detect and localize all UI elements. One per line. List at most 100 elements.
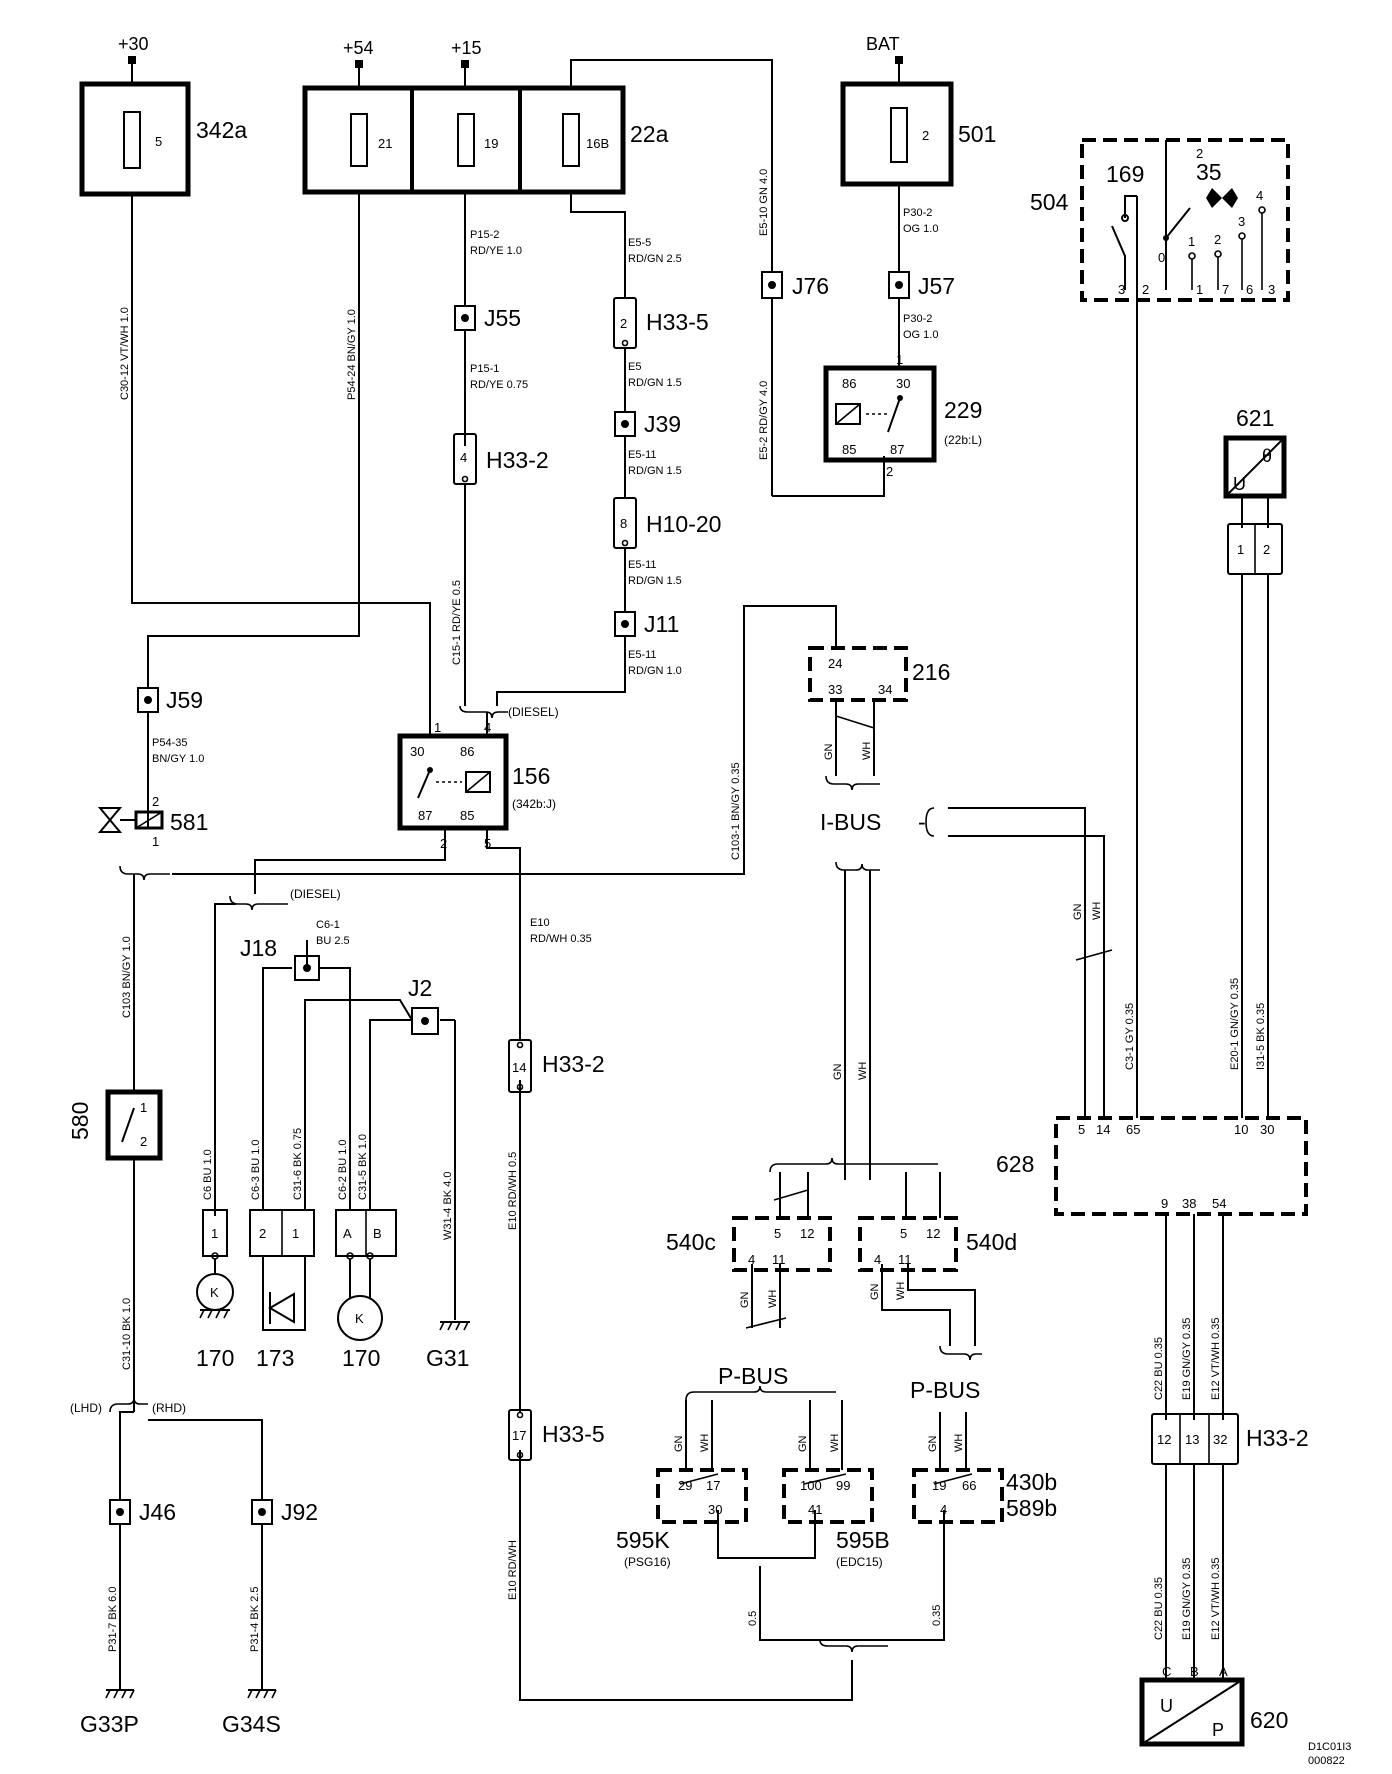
svg-text:30: 30: [708, 1502, 722, 1517]
svg-text:P30-2: P30-2: [903, 207, 932, 219]
svg-text:RD/GN 1.0: RD/GN 1.0: [628, 665, 682, 677]
svg-text:WH: WH: [861, 742, 873, 760]
svg-text:19: 19: [932, 1478, 946, 1493]
svg-text:0.35: 0.35: [931, 1605, 943, 1626]
svg-text:24: 24: [828, 656, 842, 671]
svg-text:2: 2: [140, 1134, 147, 1149]
svg-text:RD/WH 0.35: RD/WH 0.35: [530, 933, 592, 945]
svg-text:H33-5: H33-5: [646, 309, 709, 335]
svg-text:E5-2 RD/GY 4.0: E5-2 RD/GY 4.0: [758, 381, 770, 460]
svg-text:17: 17: [706, 1478, 720, 1493]
svg-text:540d: 540d: [966, 1229, 1017, 1255]
svg-text:4: 4: [484, 720, 491, 735]
svg-text:C30-12 VT/WH 1.0: C30-12 VT/WH 1.0: [119, 307, 131, 400]
svg-text:-: -: [918, 809, 926, 835]
svg-text:E19 GN/GY 0.35: E19 GN/GY 0.35: [1181, 1558, 1193, 1640]
svg-text:595B: 595B: [836, 1527, 890, 1553]
svg-text:32: 32: [1213, 1432, 1227, 1447]
svg-text:E10 RD/WH 0.5: E10 RD/WH 0.5: [507, 1152, 519, 1230]
svg-text:620: 620: [1250, 1707, 1288, 1733]
svg-text:C22 BU 0.35: C22 BU 0.35: [1153, 1337, 1165, 1400]
svg-text:1: 1: [1196, 282, 1203, 297]
svg-text:1: 1: [896, 352, 903, 367]
svg-text:J18: J18: [240, 935, 277, 961]
supply-30: +30: [118, 34, 149, 54]
svg-text:GN: GN: [823, 743, 835, 760]
svg-text:RD/GN 2.5: RD/GN 2.5: [628, 253, 682, 265]
svg-text:WH: WH: [1091, 902, 1103, 920]
svg-text:3: 3: [1118, 282, 1125, 297]
svg-text:D1C01I3: D1C01I3: [1308, 1741, 1351, 1753]
svg-text:P54-24 BN/GY 1.0: P54-24 BN/GY 1.0: [346, 309, 358, 400]
svg-text:170: 170: [342, 1345, 380, 1371]
svg-text:H33-5: H33-5: [542, 1421, 605, 1447]
svg-text:10: 10: [1234, 1122, 1248, 1137]
svg-text:581: 581: [170, 809, 208, 835]
svg-text:(DIESEL): (DIESEL): [508, 705, 559, 719]
supply-bat: BAT: [866, 34, 900, 54]
svg-text:P-BUS: P-BUS: [910, 1377, 980, 1403]
svg-text:(342b:J): (342b:J): [512, 797, 556, 811]
svg-text:U: U: [1233, 474, 1246, 494]
svg-text:RD/GN 1.5: RD/GN 1.5: [628, 575, 682, 587]
svg-text:3: 3: [1268, 282, 1275, 297]
svg-text:7: 7: [1222, 282, 1229, 297]
svg-text:2: 2: [152, 794, 159, 809]
svg-text:WH: WH: [699, 1434, 711, 1452]
svg-text:173: 173: [256, 1345, 294, 1371]
wire-labels-vertical: C30-12 VT/WH 1.0 P54-24 BN/GY 1.0 C15-1 …: [107, 169, 1267, 1652]
sensor-620: U P C B A 620: [1139, 1664, 1288, 1747]
svg-text:4: 4: [940, 1502, 947, 1517]
svg-text:H33-2: H33-2: [542, 1051, 605, 1077]
junction-j2: J2: [408, 975, 439, 1035]
svg-text:A: A: [343, 1226, 352, 1241]
svg-text:I31-5 BK 0.35: I31-5 BK 0.35: [1255, 1003, 1267, 1070]
svg-text:169: 169: [1106, 161, 1144, 187]
svg-text:E10 RD/WH: E10 RD/WH: [507, 1540, 519, 1600]
fuse-501-number: 2: [922, 128, 929, 143]
svg-text:2: 2: [1263, 542, 1270, 557]
svg-text:C31-10 BK 1.0: C31-10 BK 1.0: [121, 1298, 133, 1370]
relay-229: 86 30 85 87 229 (22b:L) 2 1: [823, 352, 982, 479]
svg-text:2: 2: [440, 836, 447, 851]
svg-text:C3-1 GY 0.35: C3-1 GY 0.35: [1124, 1003, 1136, 1070]
junction-j76: J76: [761, 271, 829, 299]
fuse-16b: 16B: [586, 136, 609, 151]
svg-text:RD/YE 1.0: RD/YE 1.0: [470, 245, 522, 257]
svg-text:34: 34: [878, 682, 892, 697]
svg-text:θ: θ: [1262, 446, 1272, 466]
svg-text:J76: J76: [792, 273, 829, 299]
svg-text:C31-5 BK 1.0: C31-5 BK 1.0: [357, 1134, 369, 1200]
svg-text:H33-2: H33-2: [486, 447, 549, 473]
supply-54: +54: [343, 38, 374, 58]
svg-text:WH: WH: [953, 1434, 965, 1452]
svg-text:E10: E10: [530, 917, 550, 929]
svg-text:504: 504: [1030, 189, 1069, 215]
svg-text:P54-35: P54-35: [152, 737, 187, 749]
svg-text:GN: GN: [797, 1435, 809, 1452]
svg-text:430b: 430b: [1006, 1469, 1057, 1495]
svg-text:E12 VT/WH 0.35: E12 VT/WH 0.35: [1210, 1317, 1222, 1400]
svg-text:GN: GN: [832, 1063, 844, 1080]
fuse-342a-number: 5: [155, 134, 162, 149]
svg-text:5: 5: [900, 1226, 907, 1241]
svg-text:11: 11: [898, 1252, 912, 1267]
svg-text:30: 30: [1260, 1122, 1274, 1137]
module-628: 628 5 14 65 10 30 9 38 54: [996, 949, 1308, 1216]
svg-text:85: 85: [460, 808, 474, 823]
fuse-19: 19: [484, 136, 498, 151]
svg-text:WH: WH: [895, 1282, 907, 1300]
svg-text:4: 4: [748, 1252, 755, 1267]
svg-text:E5-10 GN 4.0: E5-10 GN 4.0: [758, 169, 770, 236]
svg-text:65: 65: [1126, 1122, 1140, 1137]
svg-text:17: 17: [512, 1428, 526, 1443]
svg-text:WH: WH: [829, 1434, 841, 1452]
svg-text:OG 1.0: OG 1.0: [903, 329, 938, 341]
svg-text:41: 41: [808, 1502, 822, 1517]
